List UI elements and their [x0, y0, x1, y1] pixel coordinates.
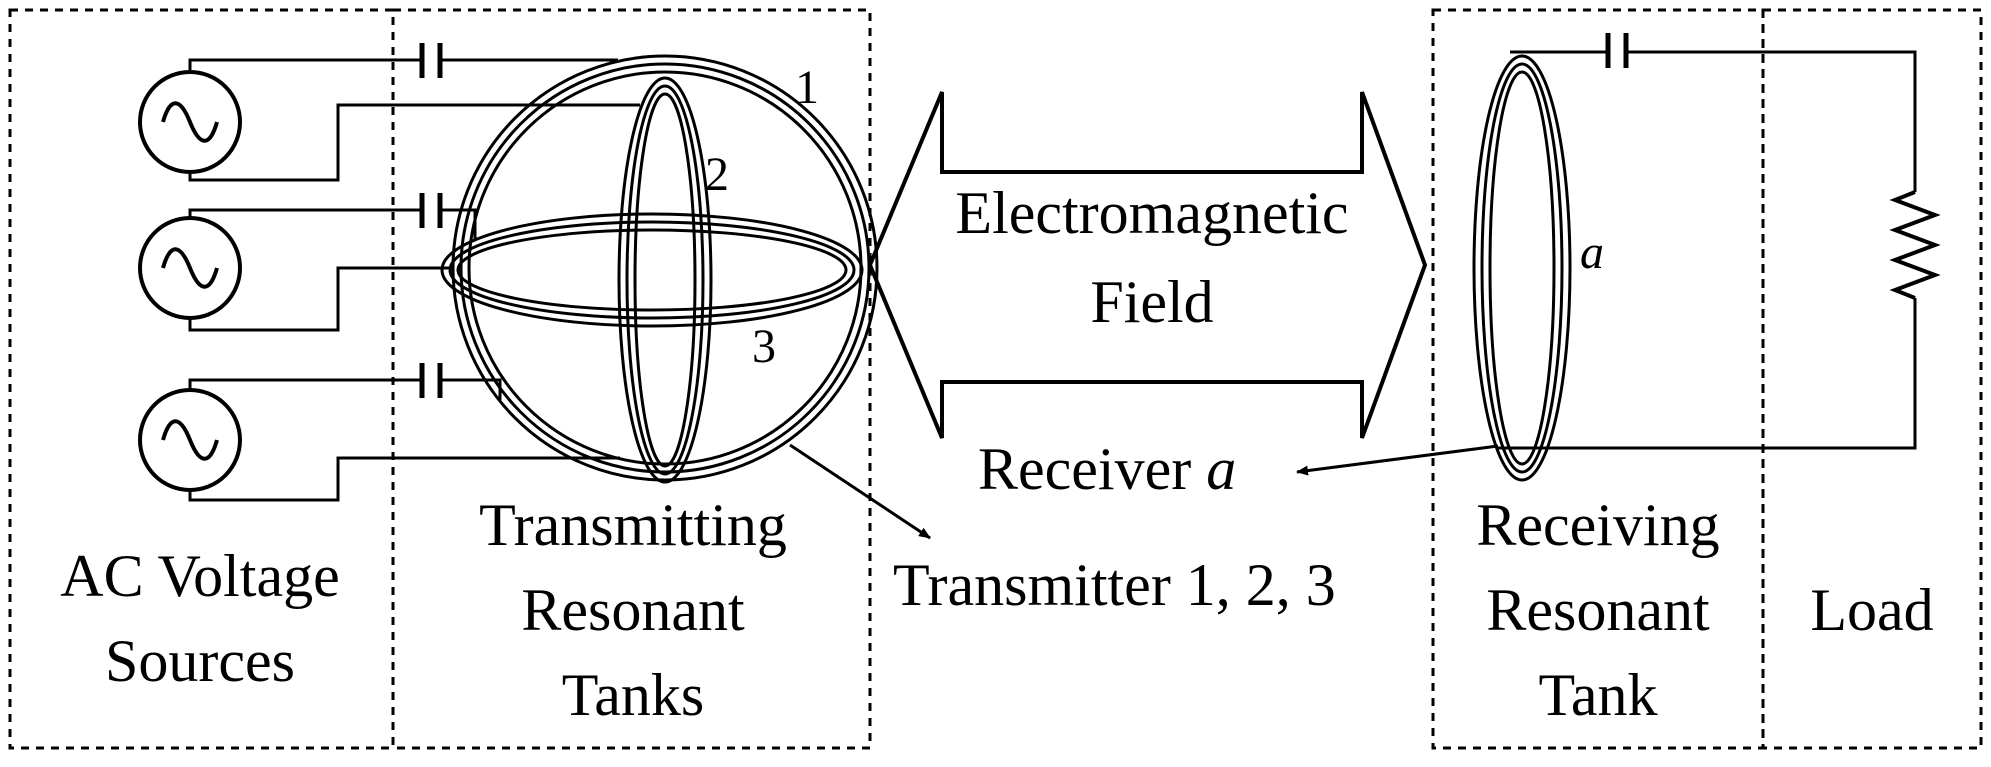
coil-number-2: 2 — [705, 148, 729, 201]
load-box — [1761, 8, 1983, 750]
receiving-box — [1431, 8, 1765, 750]
load-wiring — [1498, 50, 1941, 450]
sources-label-line1: AC Voltage — [60, 543, 339, 609]
load-label: Load — [1810, 577, 1933, 643]
receiver-pointer-label: Receiver a — [978, 436, 1236, 502]
transmitting-label-line1: Transmitting — [479, 492, 787, 558]
receiver-pointer-prefix: Receiver — [978, 436, 1206, 502]
field-arrow — [867, 91, 1428, 439]
transmitting-label-line2: Resonant — [521, 577, 745, 643]
receiver-coil-letter: a — [1580, 226, 1604, 279]
field-label-line1: Electromagnetic — [955, 180, 1348, 246]
receiver-pointer-arrow — [1296, 444, 1499, 476]
sources-label-line2: Sources — [105, 628, 295, 694]
capacitor-3-icon — [419, 363, 443, 398]
resistor-icon — [1889, 190, 1941, 300]
transmitter-coil-3 — [440, 212, 864, 328]
capacitor-2-icon — [419, 193, 443, 228]
receiving-label-line3: Tank — [1538, 662, 1657, 728]
ac-source-3-icon — [138, 388, 242, 492]
source-wiring — [188, 58, 640, 502]
ac-source-1-icon — [138, 70, 242, 174]
capacitor-rx-icon — [1605, 33, 1629, 68]
field-label-line2: Field — [1090, 269, 1213, 335]
capacitors — [419, 33, 1629, 398]
coil-number-1: 1 — [795, 61, 819, 114]
ac-sources — [138, 70, 242, 492]
receiver-coil — [1472, 54, 1572, 482]
receiving-label-line2: Resonant — [1486, 577, 1710, 643]
receiver-pointer-letter: a — [1206, 436, 1236, 502]
transmitter-coils — [440, 54, 879, 484]
capacitor-1-icon — [419, 43, 443, 78]
ac-source-2-icon — [138, 216, 242, 320]
transmitter-coil-1 — [451, 54, 879, 482]
coil-number-3: 3 — [752, 320, 776, 373]
transmitting-label-line3: Tanks — [562, 662, 704, 728]
transmitter-pointer-arrow — [789, 443, 931, 540]
receiving-label-line1: Receiving — [1476, 492, 1719, 558]
transmitter-pointer-label: Transmitter 1, 2, 3 — [893, 552, 1336, 618]
transmitter-coil-2 — [617, 76, 713, 484]
